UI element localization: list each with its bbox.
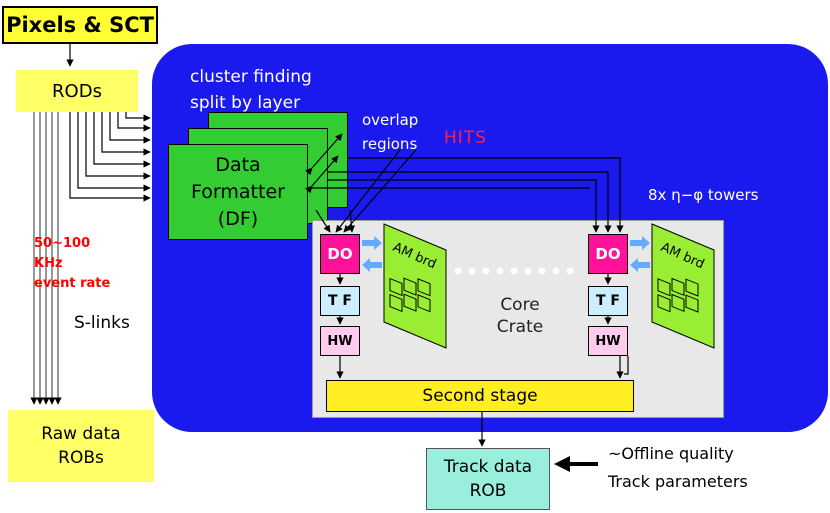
overlap-line-1: overlap: [362, 111, 419, 129]
towers-label: 8x η−φ towers: [648, 186, 759, 204]
core-line-1: Core: [500, 295, 540, 315]
do-right-label: DO: [595, 245, 621, 263]
rate-label: 50~100 KHz event rate: [34, 234, 110, 294]
tower-ellipsis-dots: [454, 267, 574, 275]
offline-line-1: ~Offline quality: [608, 444, 734, 463]
df-to-towers-links: [308, 157, 624, 233]
hits-arrows: [315, 149, 417, 233]
cluster-label: cluster finding split by layer: [190, 64, 312, 116]
do-am-arrows-left: [362, 236, 382, 272]
tf-left-label: T F: [328, 293, 352, 309]
hw-right-label: HW: [595, 333, 621, 349]
second-stage-box[interactable]: Second stage: [326, 380, 634, 412]
df-box[interactable]: Data Formatter (DF): [168, 144, 308, 240]
rods-to-df-links: [69, 112, 151, 202]
track-line-2: ROB: [469, 481, 507, 501]
rate-line-3: event rate: [34, 276, 111, 291]
tf-box-right[interactable]: T F: [588, 286, 628, 316]
rate-line-2: KHz: [34, 256, 63, 271]
offline-arrow: [554, 456, 598, 472]
rods-box[interactable]: RODs: [16, 70, 138, 112]
df-line-1: Data: [215, 153, 261, 176]
df-line-3: (DF): [217, 207, 259, 230]
right-tower-arrows: [604, 274, 629, 379]
am-board-left: [383, 223, 447, 349]
cluster-line-2: split by layer: [190, 93, 301, 113]
am-board-right: [651, 223, 715, 349]
raw-line-1: Raw data: [41, 424, 121, 444]
hw-box-right[interactable]: HW: [588, 326, 628, 356]
hw-box-left[interactable]: HW: [320, 326, 360, 356]
raw-line-2: ROBs: [58, 448, 104, 468]
df-line-2: Formatter: [191, 180, 285, 203]
hw-left-label: HW: [327, 333, 353, 349]
do-box-right[interactable]: DO: [588, 234, 628, 274]
overlap-line-2: regions: [362, 135, 418, 153]
core-crate-label: Core Crate: [474, 294, 566, 338]
cluster-line-1: cluster finding: [190, 67, 312, 87]
offline-line-2: Track parameters: [608, 472, 748, 491]
rate-line-1: 50~100: [34, 236, 91, 251]
raw-data-box[interactable]: Raw data ROBs: [8, 410, 154, 482]
tf-right-label: T F: [596, 293, 620, 309]
slinks-label: S-links: [74, 313, 130, 333]
hits-label: HITS: [444, 128, 487, 148]
offline-label: ~Offline quality Track parameters: [608, 440, 748, 496]
do-left-label: DO: [327, 245, 353, 263]
pixels-sct-label: Pixels & SCT: [6, 13, 154, 37]
track-rob-box[interactable]: Track data ROB: [426, 448, 550, 510]
overlap-label: overlap regions: [362, 108, 418, 156]
do-box-left[interactable]: DO: [320, 234, 360, 274]
rods-to-raw-links: [30, 112, 62, 405]
tf-box-left[interactable]: T F: [320, 286, 360, 316]
do-am-arrows-right: [630, 236, 650, 272]
overlap-arrows: [305, 133, 343, 194]
second-stage-label: Second stage: [422, 386, 538, 406]
rods-label: RODs: [52, 80, 102, 102]
track-line-1: Track data: [443, 457, 533, 477]
pixels-sct-box[interactable]: Pixels & SCT: [2, 6, 158, 44]
core-line-2: Crate: [496, 317, 544, 337]
